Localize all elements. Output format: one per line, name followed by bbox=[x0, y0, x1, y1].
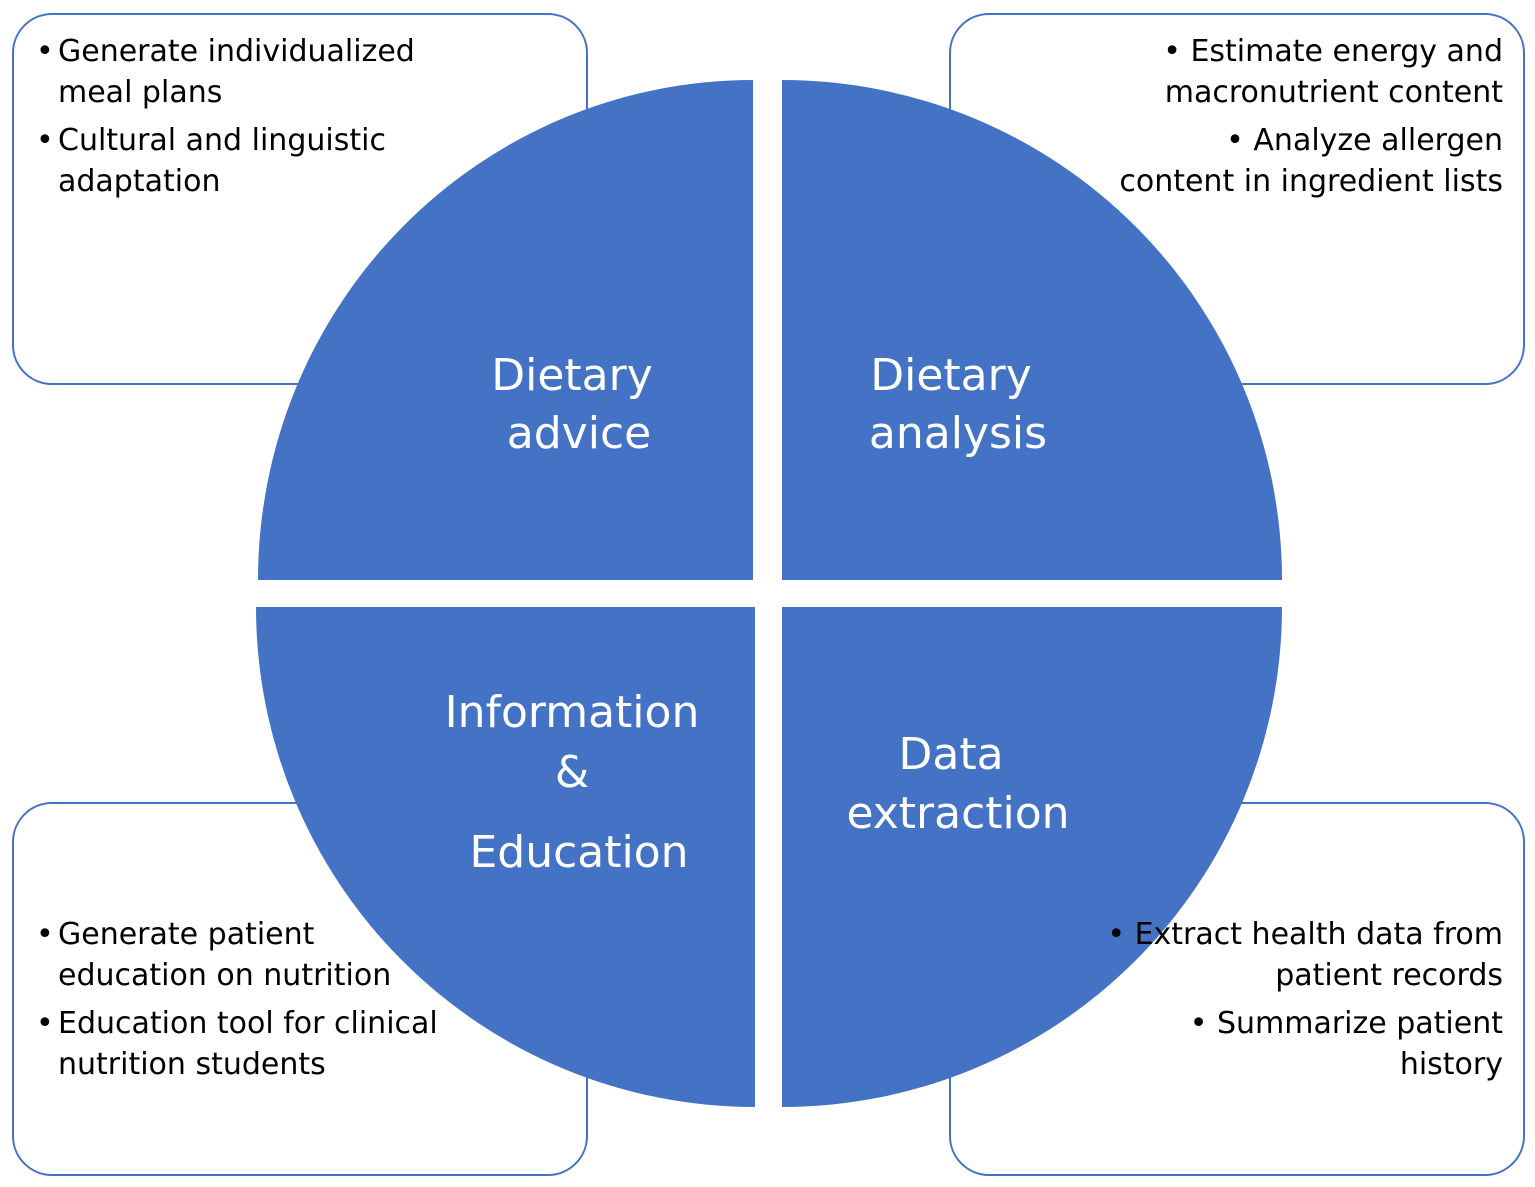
list-item: Summarize patient history bbox=[1103, 1003, 1503, 1085]
quadrant-label-data-extraction: Data extraction bbox=[846, 729, 1069, 839]
quadrant-information-education bbox=[256, 607, 755, 1107]
list-item: Cultural and linguistic adaptation bbox=[36, 120, 456, 202]
quadrant-dietary-analysis bbox=[782, 80, 1282, 580]
quadrant-dietary-advice bbox=[258, 80, 753, 580]
quadrant-label-dietary-analysis: Dietary analysis bbox=[869, 350, 1047, 459]
list-item: Estimate energy and macronutrient conten… bbox=[1103, 31, 1503, 113]
list-item: Generate patient education on nutrition bbox=[36, 914, 456, 996]
list-item: Analyze allergen content in ingredient l… bbox=[1103, 120, 1503, 202]
list-item: Generate individualized meal plans bbox=[36, 31, 456, 113]
analysis-bullet-list: Estimate energy and macronutrient conten… bbox=[1103, 31, 1503, 209]
quadrant-label-dietary-advice: Dietary advice bbox=[491, 350, 667, 459]
list-item: Extract health data from patient records bbox=[1103, 914, 1503, 996]
education-bullet-list: Generate patient education on nutrition … bbox=[36, 914, 456, 1092]
list-item: Education tool for clinical nutrition st… bbox=[36, 1003, 456, 1085]
extraction-bullet-list: Extract health data from patient records… bbox=[1103, 914, 1503, 1092]
quadrant-data-extraction bbox=[782, 607, 1282, 1107]
quadrant-label-information-education: Information & Education bbox=[445, 687, 714, 878]
advice-bullet-list: Generate individualized meal plans Cultu… bbox=[36, 31, 456, 209]
